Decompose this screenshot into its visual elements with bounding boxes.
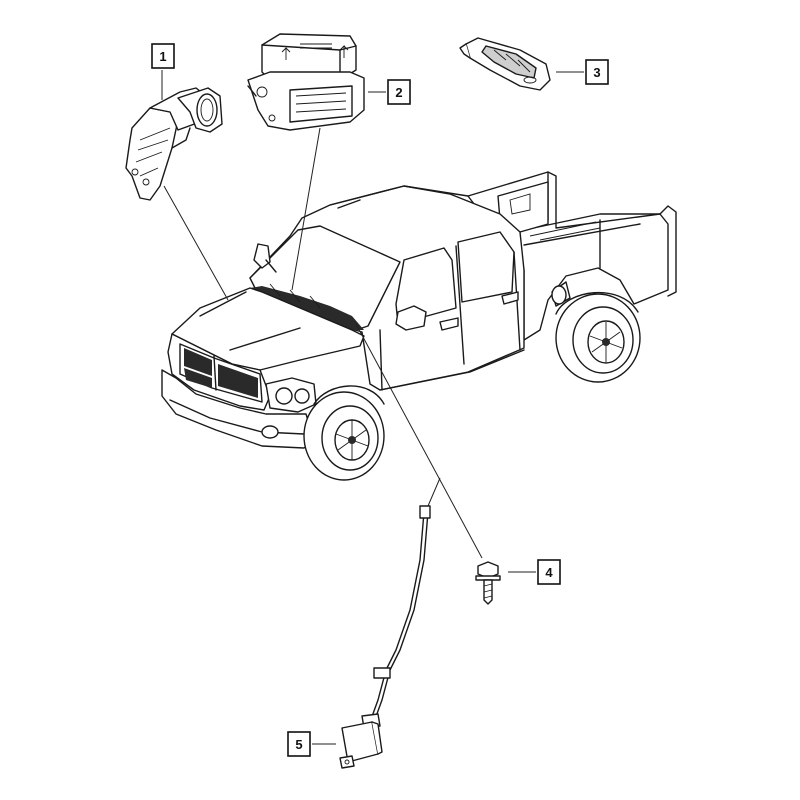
leader-lines — [161, 70, 584, 745]
callout-5-label: 5 — [295, 737, 302, 752]
part-1-sensor-bracket — [125, 87, 223, 201]
leader-1-to-truck — [163, 185, 229, 301]
callout-3: 3 — [585, 59, 609, 85]
part-4-bolt — [475, 561, 501, 605]
callout-2-label: 2 — [395, 85, 402, 100]
callout-3-label: 3 — [593, 65, 600, 80]
part-2-control-module — [247, 33, 365, 131]
truck-illustration — [161, 171, 677, 481]
callout-1: 1 — [151, 43, 175, 69]
part-5-antenna-module — [339, 505, 431, 769]
callout-4-label: 4 — [545, 565, 553, 580]
callout-2: 2 — [387, 79, 411, 105]
callout-1-label: 1 — [159, 49, 166, 64]
leader-5-to-truck — [427, 477, 441, 507]
leader-4-to-truck — [355, 323, 483, 559]
callout-4: 4 — [537, 559, 561, 585]
callout-5: 5 — [287, 731, 311, 757]
part-3-key-fob — [459, 37, 551, 91]
leader-2-to-truck — [291, 127, 321, 291]
